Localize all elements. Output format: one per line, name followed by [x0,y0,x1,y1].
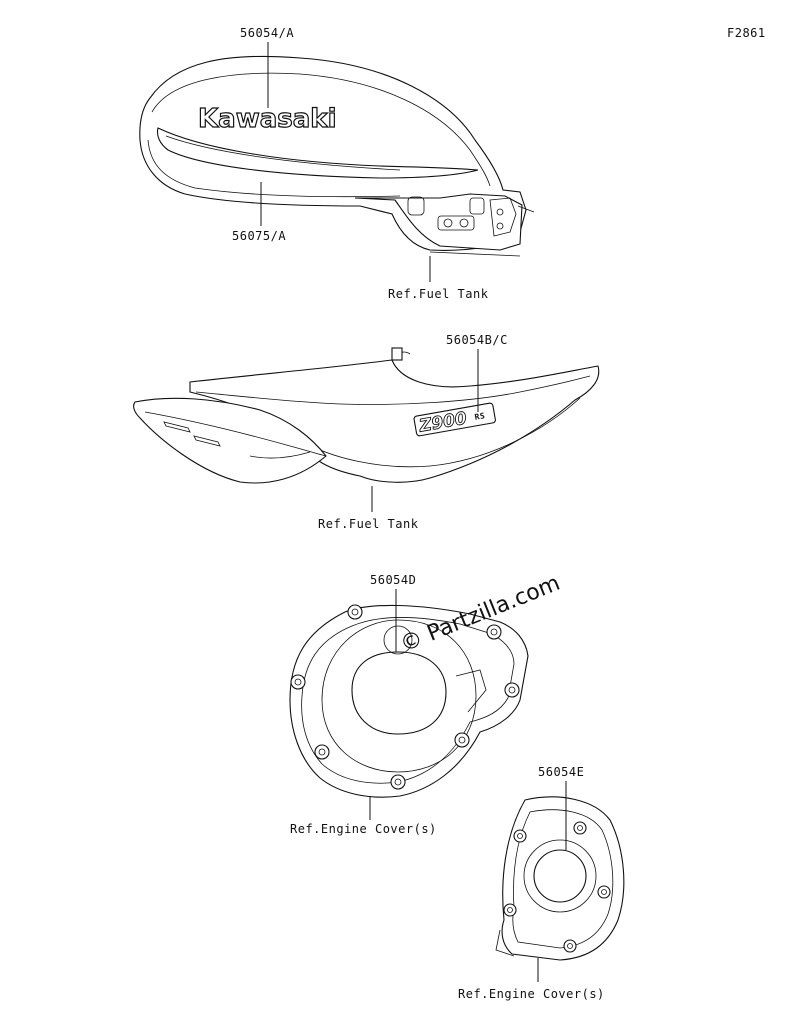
side-cover-illustration: Z900 RS [133,347,600,484]
callout-56054b-c: 56054B/C [446,333,508,347]
clutch-cover-illustration [495,796,625,961]
svg-text:RS: RS [474,411,486,422]
ref-fuel-tank-2: Ref.Fuel Tank [318,517,419,531]
callout-56054-a: 56054/A [240,26,294,40]
ref-engine-cover-1: Ref.Engine Cover(s) [290,822,437,836]
kawasaki-logo: Kawasaki [198,104,336,134]
generator-cover-illustration [289,604,529,798]
callout-56075-a: 56075/A [232,229,286,243]
callout-56054e: 56054E [538,765,584,779]
ref-fuel-tank-1: Ref.Fuel Tank [388,287,489,301]
ref-engine-cover-2: Ref.Engine Cover(s) [458,987,605,1001]
figure-code: F2861 [727,26,766,40]
fuel-tank-illustration: Kawasaki [139,55,535,257]
callout-56054d: 56054D [370,573,416,587]
